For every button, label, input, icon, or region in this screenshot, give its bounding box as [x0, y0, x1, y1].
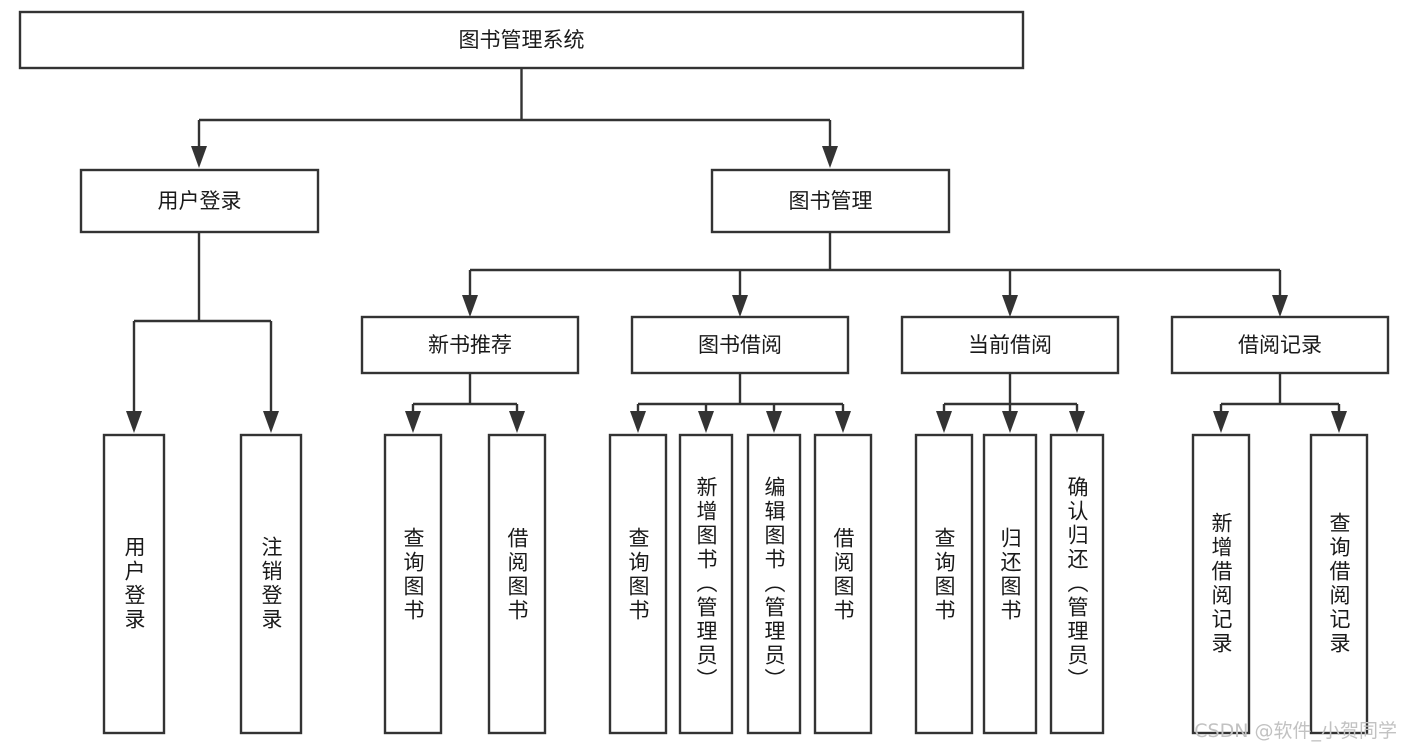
node-borrow-record-box[interactable] — [1170, 315, 1390, 375]
node-user-login-box[interactable] — [79, 168, 320, 234]
node-borrow-record[interactable]: 借阅记录 — [1170, 315, 1390, 375]
node-user-login[interactable]: 用户登录 — [79, 168, 320, 234]
node-leaf-add-record[interactable]: 新增借阅记录 — [1191, 433, 1251, 735]
node-leaf-add-record-label: 新增借阅记录 — [1209, 512, 1233, 656]
node-book-management-box[interactable] — [710, 168, 951, 234]
node-new-book-recommend-box[interactable] — [360, 315, 580, 375]
node-leaf-return-book[interactable]: 归还图书 — [982, 433, 1038, 735]
node-leaf-confirm-return[interactable]: 确认归还（管理员） — [1049, 433, 1105, 735]
connector-group-book-borrow — [630, 373, 851, 433]
node-current-borrow-label: 当前借阅 — [968, 333, 1052, 357]
node-leaf-query-book-1-box[interactable] — [383, 433, 443, 735]
connector-group-root — [191, 68, 838, 168]
node-current-borrow[interactable]: 当前借阅 — [900, 315, 1120, 375]
arrow-head-leaf-return-book — [1002, 411, 1018, 433]
node-leaf-logout-login[interactable]: 注销登录 — [239, 433, 303, 735]
node-leaf-user-login-box[interactable] — [102, 433, 166, 735]
node-leaf-query-book-3-box[interactable] — [914, 433, 974, 735]
node-leaf-borrow-book-1-label: 借阅图书 — [505, 527, 529, 623]
arrow-head-leaf-confirm-return — [1069, 411, 1085, 433]
node-leaf-edit-book-label: 编辑图书（管理员） — [762, 476, 786, 692]
arrow-head-leaf-edit-book — [766, 411, 782, 433]
arrow-head-user-login — [191, 146, 207, 168]
node-leaf-borrow-book-1[interactable]: 借阅图书 — [487, 433, 547, 735]
arrow-head-book-management — [822, 146, 838, 168]
connector-group-user-login — [126, 232, 279, 433]
node-leaf-query-book-1-label: 查询图书 — [401, 527, 425, 623]
node-leaf-add-book[interactable]: 新增图书（管理员） — [678, 433, 734, 735]
arrow-head-current-borrow — [1002, 295, 1018, 317]
node-leaf-add-book-label: 新增图书（管理员） — [694, 476, 718, 692]
arrow-head-leaf-borrow-book-2 — [835, 411, 851, 433]
node-leaf-confirm-return-box[interactable] — [1049, 433, 1105, 735]
node-leaf-query-book-2[interactable]: 查询图书 — [608, 433, 668, 735]
node-leaf-query-book-2-label: 查询图书 — [626, 527, 650, 623]
node-new-book-recommend-label: 新书推荐 — [428, 333, 512, 357]
node-leaf-add-record-box[interactable] — [1191, 433, 1251, 735]
node-leaf-query-record-label: 查询借阅记录 — [1327, 512, 1351, 656]
node-user-login-label: 用户登录 — [158, 189, 242, 213]
arrow-head-leaf-query-book-1 — [405, 411, 421, 433]
arrow-head-new-book-recommend — [462, 295, 478, 317]
node-leaf-add-book-box[interactable] — [678, 433, 734, 735]
arrow-head-leaf-query-book-3 — [936, 411, 952, 433]
arrow-head-leaf-user-login — [126, 411, 142, 433]
arrow-head-book-borrow — [732, 295, 748, 317]
node-root[interactable]: 图书管理系统 — [18, 10, 1025, 70]
node-new-book-recommend[interactable]: 新书推荐 — [360, 315, 580, 375]
node-book-management[interactable]: 图书管理 — [710, 168, 951, 234]
node-leaf-return-book-box[interactable] — [982, 433, 1038, 735]
node-leaf-query-record[interactable]: 查询借阅记录 — [1309, 433, 1369, 735]
csdn-watermark: CSDN @软件_小贺同学 — [1194, 720, 1397, 742]
node-book-management-label: 图书管理 — [789, 189, 873, 213]
arrow-head-leaf-add-record — [1213, 411, 1229, 433]
connector-group-new-book-recommend — [405, 373, 525, 433]
node-leaf-query-book-3-label: 查询图书 — [932, 527, 956, 623]
connector-group-current-borrow — [936, 373, 1085, 433]
node-leaf-query-record-box[interactable] — [1309, 433, 1369, 735]
connector-group-book-management — [462, 232, 1288, 317]
node-leaf-logout-login-box[interactable] — [239, 433, 303, 735]
arrow-head-leaf-logout-login — [263, 411, 279, 433]
node-book-borrow-box[interactable] — [630, 315, 850, 375]
arrow-head-leaf-query-record — [1331, 411, 1347, 433]
node-borrow-record-label: 借阅记录 — [1238, 333, 1322, 357]
node-current-borrow-box[interactable] — [900, 315, 1120, 375]
node-root-label: 图书管理系统 — [459, 28, 585, 52]
node-leaf-query-book-2-box[interactable] — [608, 433, 668, 735]
node-leaf-logout-login-label: 注销登录 — [259, 536, 283, 632]
node-leaf-confirm-return-label: 确认归还（管理员） — [1065, 476, 1089, 692]
connector-group-borrow-record — [1213, 373, 1347, 433]
node-root-box[interactable] — [18, 10, 1025, 70]
node-leaf-borrow-book-2-label: 借阅图书 — [831, 527, 855, 623]
node-leaf-borrow-book-2[interactable]: 借阅图书 — [813, 433, 873, 735]
node-book-borrow-label: 图书借阅 — [698, 333, 782, 357]
arrow-head-leaf-query-book-2 — [630, 411, 646, 433]
node-leaf-user-login[interactable]: 用户登录 — [102, 433, 166, 735]
arrow-head-borrow-record — [1272, 295, 1288, 317]
node-leaf-query-book-1[interactable]: 查询图书 — [383, 433, 443, 735]
arrow-head-leaf-borrow-book-1 — [509, 411, 525, 433]
node-leaf-query-book-3[interactable]: 查询图书 — [914, 433, 974, 735]
node-leaf-edit-book[interactable]: 编辑图书（管理员） — [746, 433, 802, 735]
node-leaf-borrow-book-1-box[interactable] — [487, 433, 547, 735]
node-leaf-edit-book-box[interactable] — [746, 433, 802, 735]
arrow-head-leaf-add-book — [698, 411, 714, 433]
node-leaf-user-login-label: 用户登录 — [122, 536, 146, 632]
node-leaf-return-book-label: 归还图书 — [998, 527, 1022, 623]
node-book-borrow[interactable]: 图书借阅 — [630, 315, 850, 375]
node-leaf-borrow-book-2-box[interactable] — [813, 433, 873, 735]
